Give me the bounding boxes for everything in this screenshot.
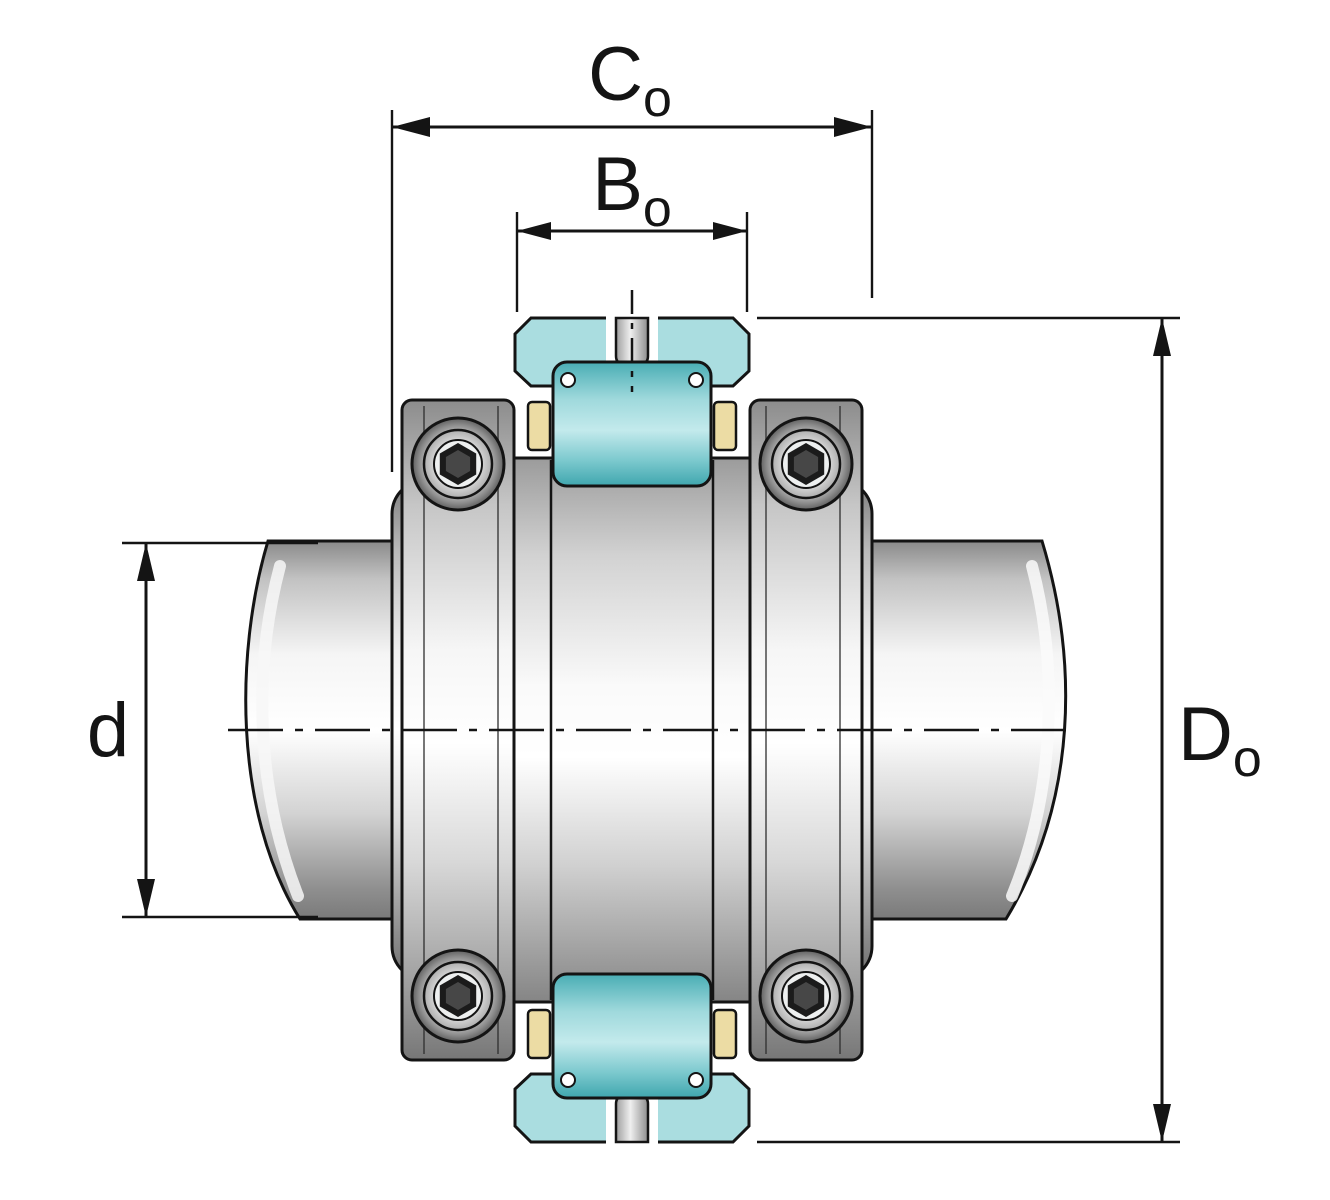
- dimension-bo: Bo: [515, 142, 749, 312]
- bolt-bottom-left: [410, 948, 506, 1044]
- do-label: Do: [1178, 692, 1262, 788]
- bo-label: Bo: [592, 142, 672, 238]
- do-arrow-top: [1153, 318, 1171, 356]
- top-roller: [551, 360, 713, 488]
- bottom-pin: [614, 1094, 650, 1144]
- right-flange: [748, 398, 864, 1062]
- dimension-co: Co: [390, 32, 874, 472]
- bolt-bottom-right: [758, 948, 854, 1044]
- bottom-cage-right: [712, 1008, 738, 1060]
- d-arrow-bottom: [137, 879, 155, 917]
- shaft-left-end-highlight: [256, 560, 304, 902]
- bottom-cage-left: [526, 1008, 552, 1060]
- bottom-roller-relief-left: [560, 1072, 576, 1088]
- bottom-bearing-element: [513, 972, 751, 1145]
- top-roller-relief-left: [560, 372, 576, 388]
- shaft-right-end-highlight: [1006, 560, 1055, 902]
- co-label: Co: [588, 32, 672, 128]
- d-label: d: [87, 688, 129, 773]
- bolt-top-right: [758, 416, 854, 512]
- co-arrow-right: [834, 117, 872, 137]
- co-arrow-left: [392, 117, 430, 137]
- top-cage-left: [526, 400, 552, 452]
- bo-arrow-right: [713, 222, 747, 240]
- bottom-roller: [551, 972, 713, 1100]
- bottom-roller-relief-right: [688, 1072, 704, 1088]
- bolt-top-left: [410, 416, 506, 512]
- bo-arrow-left: [517, 222, 551, 240]
- dimension-do: Do: [757, 316, 1262, 1144]
- d-arrow-top: [137, 543, 155, 581]
- top-roller-relief-right: [688, 372, 704, 388]
- dimension-d: d: [87, 541, 318, 919]
- top-cage-right: [712, 400, 738, 452]
- do-arrow-bottom: [1153, 1104, 1171, 1142]
